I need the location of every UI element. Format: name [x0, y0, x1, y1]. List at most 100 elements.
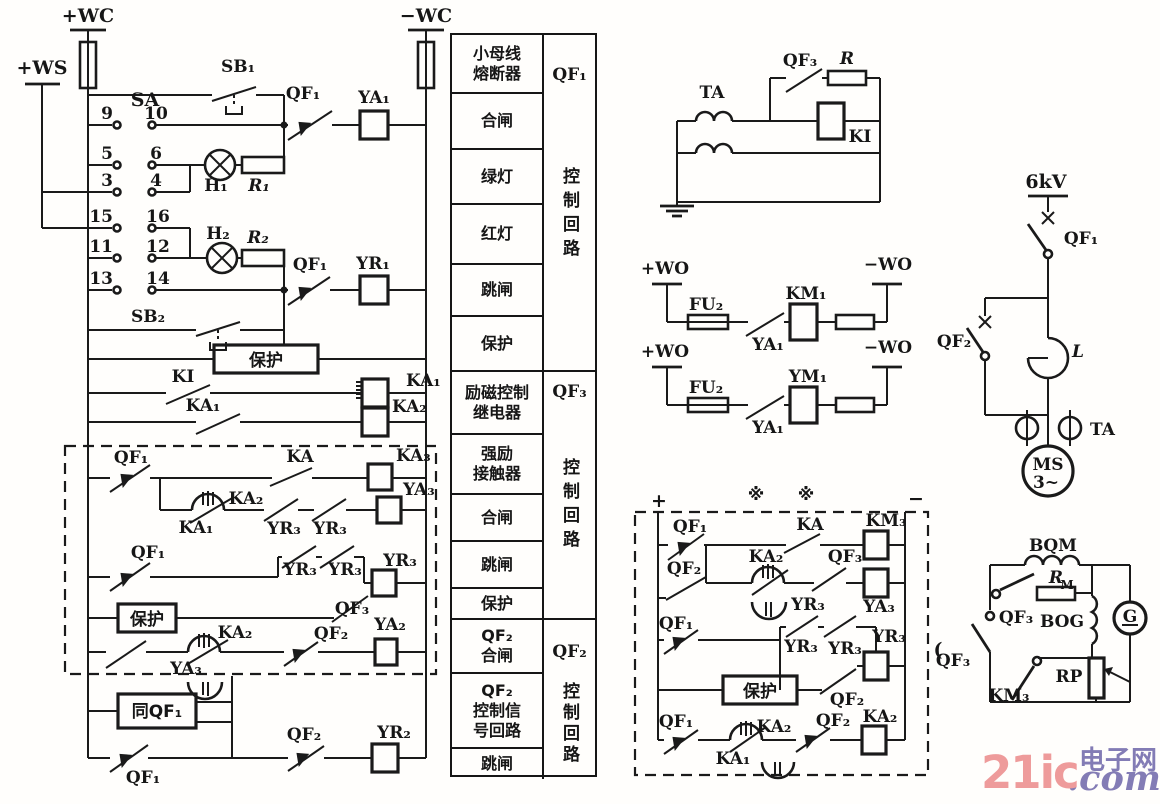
- yr2-coil-label: YR₂: [376, 723, 411, 743]
- fb-qf2c-label: QF₂: [816, 711, 850, 731]
- table-section-qf3: QF₃ 控制回路: [542, 372, 595, 620]
- scan-artifact: (: [934, 639, 943, 661]
- fu2-fuse-label: FU₂: [689, 378, 723, 398]
- table-row: 强励 接触器: [452, 435, 542, 495]
- ka2-coil-label: KA₂: [392, 397, 427, 417]
- sa-terminal: 4: [150, 171, 162, 191]
- ct-wires: [660, 68, 881, 218]
- rm-resistor: [1035, 585, 1077, 602]
- qf3-contact-label: QF₃: [783, 51, 817, 71]
- protection-box-1: [212, 343, 320, 375]
- box-ka-label: KA: [286, 447, 314, 467]
- table-row: 保护: [452, 317, 542, 372]
- ki-contact-label: KI: [172, 367, 195, 387]
- table-row: 跳闸: [452, 542, 542, 589]
- ka1-coil-label: KA₁: [406, 371, 441, 391]
- fb-yr3-contact-label: YR₃: [783, 637, 818, 657]
- bqm-winding-label: BQM: [1029, 536, 1077, 556]
- reactor-l-label: L: [1071, 342, 1084, 362]
- sa-terminal: 6: [150, 144, 162, 164]
- relay-coils: [358, 109, 403, 774]
- box-yr3-contact-label: YR₃: [266, 519, 301, 539]
- sa-terminal: 10: [144, 104, 168, 124]
- ya1-contact-label: YA₁: [751, 418, 784, 438]
- plus-terminal: +: [651, 490, 667, 512]
- sb1-label: SB₁: [221, 57, 255, 77]
- motor-ms-label: MS: [1032, 455, 1063, 475]
- ki-coil-label: KI: [849, 127, 872, 147]
- ya1-contact-label: YA₁: [751, 335, 784, 355]
- sa-terminal: 5: [101, 144, 113, 164]
- table-row: 小母线 熔断器: [452, 35, 542, 94]
- sa-terminal: 15: [89, 207, 113, 227]
- exc-wires: [970, 554, 1131, 703]
- sa-terminal: 11: [89, 237, 113, 257]
- wo-circuits: +WO −WO FU₂ KM₁ YA₁ +WO −WO FU₂ YM₁ YA₁: [641, 255, 912, 438]
- section-device-label: QF₃: [552, 382, 587, 402]
- r-resistor: [826, 69, 868, 87]
- sa-terminal: 14: [146, 269, 170, 289]
- table-section-qf1: QF₁ 控制回路: [542, 35, 595, 372]
- watermark: .com 电子网 21ic: [975, 740, 1160, 804]
- excitation-circuit: BQM R M QF₃ BOG G QF₃ RP KM₃: [936, 536, 1148, 706]
- fb-qf1c-label: QF₁: [659, 712, 693, 732]
- left-control-ladder: +WC +WS −WC SA SB₁ 9 10 5 6 3 4 15 16 11…: [17, 5, 453, 788]
- table-row: 合闸: [452, 495, 542, 542]
- qf2-trip-label: QF₂: [287, 725, 321, 745]
- rp-rheostat-label: RP: [1056, 667, 1083, 687]
- yr3-coil: [862, 650, 890, 682]
- minus-wo-label: −WO: [864, 255, 912, 275]
- watermark-brand: 21ic: [981, 746, 1080, 799]
- sa-terminal: 3: [101, 171, 113, 191]
- sa-label: SA: [131, 89, 160, 111]
- h2-lamp-label: H₂: [206, 224, 230, 244]
- ol-qf1-label: QF₁: [1064, 229, 1098, 249]
- watermark-site: 电子网: [1079, 746, 1158, 776]
- fb-ka-label: KA: [796, 515, 824, 535]
- one-line-diagram: 6kV QF₁ QF₂ L TA MS 3~: [937, 171, 1116, 498]
- plus-wo-label: +WO: [641, 259, 689, 279]
- ya1-coil-label: YA₁: [357, 88, 390, 108]
- breaker-chevrons: [114, 116, 315, 768]
- fb-qf1b-label: QF₁: [659, 614, 693, 634]
- field-control-box: + − ※ ※ ( QF₁ KA KM₃ QF₂ KA₂ QF₃ YA₃ YR₃…: [633, 485, 943, 780]
- table-row: 跳闸: [480, 754, 513, 773]
- fb-ya3-label: YA₃: [862, 597, 895, 617]
- ta-label: TA: [700, 83, 726, 103]
- bus-6kv-label: 6kV: [1025, 171, 1067, 193]
- fb-yr3-contact-label: YR₃: [827, 639, 862, 659]
- motor-phase-label: 3~: [1033, 473, 1059, 493]
- table-row: 红灯: [452, 205, 542, 265]
- same-as-qf1-box: [116, 692, 198, 730]
- fb-yr3-armature-label: YR₃: [790, 595, 825, 615]
- wo2: +WO −WO FU₂ YM₁ YA₁: [641, 338, 912, 438]
- km3-coil: [862, 529, 890, 561]
- plus-wo-label: +WO: [641, 342, 689, 362]
- section-scope-label: 控制回路: [559, 458, 579, 554]
- box-yr3-coil-label: YR₃: [382, 551, 417, 571]
- table-row: 绿灯: [452, 150, 542, 205]
- qf1-bottom-label: QF₁: [126, 768, 160, 788]
- box-qf2-label: QF₂: [314, 624, 348, 644]
- box-qf3-label: QF₃: [335, 599, 369, 619]
- h1-lamp-label: H₁: [204, 176, 228, 196]
- section-device-label: QF₁: [552, 65, 587, 85]
- protection-box-3: [721, 674, 799, 706]
- bus-label-minus-wc: −WC: [400, 5, 452, 27]
- bog-winding-label: BOG: [1040, 612, 1084, 632]
- box-yr3-contact-label: YR₃: [312, 519, 347, 539]
- ol-ta-label: TA: [1090, 420, 1116, 440]
- fb-ka2-label: KA₂: [749, 547, 784, 567]
- exc-qf3-shunt-label: QF₃: [999, 608, 1033, 628]
- r-resistor-label: R: [839, 49, 854, 69]
- generator-symbol: [1112, 600, 1148, 636]
- wo1: +WO −WO FU₂ KM₁ YA₁: [641, 255, 912, 355]
- table-row: 跳闸: [452, 265, 542, 317]
- sa-terminal: 12: [146, 237, 170, 257]
- qf1-close-contact-label: QF₁: [286, 84, 320, 104]
- box-yr3-contact-label: YR₃: [282, 560, 317, 580]
- fb-ka2-coil-label: KA₂: [863, 707, 898, 727]
- box-ya3-contact-label: YA₃: [169, 659, 202, 679]
- box-qf1b-label: QF₁: [131, 543, 165, 563]
